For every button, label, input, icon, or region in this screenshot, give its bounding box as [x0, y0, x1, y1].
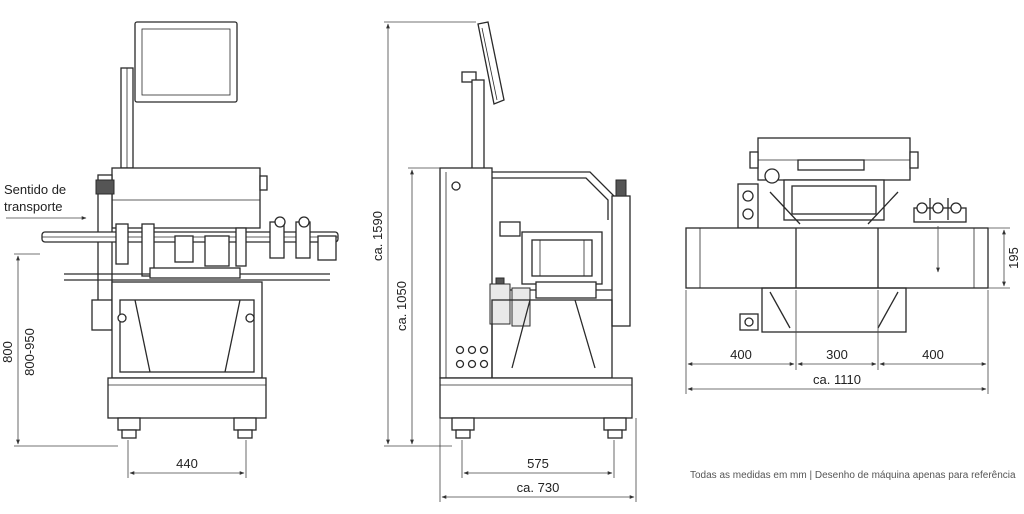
- total-height-dim: ca. 1590: [370, 211, 385, 261]
- outfeed-dim: 400: [922, 347, 944, 362]
- side-monitor: [477, 21, 505, 105]
- control-buttons: [455, 345, 489, 369]
- control-housing: [111, 167, 261, 229]
- foot-right: [233, 417, 257, 431]
- scale-platform: [783, 179, 885, 221]
- top-housing: [757, 137, 911, 181]
- transport-direction-label-line1: Sentido de: [4, 182, 66, 197]
- side-right-post: [611, 195, 631, 327]
- top-view: 195 400 300 400 ca. 1110 Todas as medida…: [685, 137, 1021, 481]
- total-length-dim: ca. 1110: [813, 372, 861, 387]
- belt-guides: [115, 216, 337, 277]
- pneumatic-unit: [489, 277, 531, 327]
- height-dim-800-950: 800-950: [22, 328, 37, 376]
- foot-left: [117, 417, 141, 431]
- total-width-dim: ca. 730: [517, 480, 560, 495]
- sensor-cluster: [913, 198, 967, 223]
- belt-width-dim: 195: [1006, 247, 1021, 269]
- machine-frame: [107, 281, 267, 419]
- top-conveyor: [685, 227, 989, 289]
- belt-height-dim: ca. 1050: [394, 281, 409, 331]
- front-width-dim: 440: [176, 456, 198, 471]
- infeed-dim: 400: [730, 347, 752, 362]
- monitor-screen: [141, 28, 231, 96]
- base-width-dim: 575: [527, 456, 549, 471]
- footnote: Todas as medidas em mm | Desenho de máqu…: [690, 470, 1016, 481]
- top-lower-frame: [761, 287, 907, 333]
- weigh-module: [521, 231, 603, 285]
- valve-cluster: [737, 183, 759, 229]
- front-view: Sentido de transporte 800 800-950 440: [0, 21, 339, 478]
- side-view: ca. 1590 ca. 1050 575 ca. 730: [370, 21, 637, 502]
- scale-dim: 300: [826, 347, 848, 362]
- height-dim-800: 800: [0, 341, 15, 363]
- side-column: [471, 79, 485, 173]
- touchscreen-monitor: [134, 21, 238, 103]
- side-cabinet: [439, 167, 493, 379]
- transport-direction-label-line2: transporte: [4, 199, 63, 214]
